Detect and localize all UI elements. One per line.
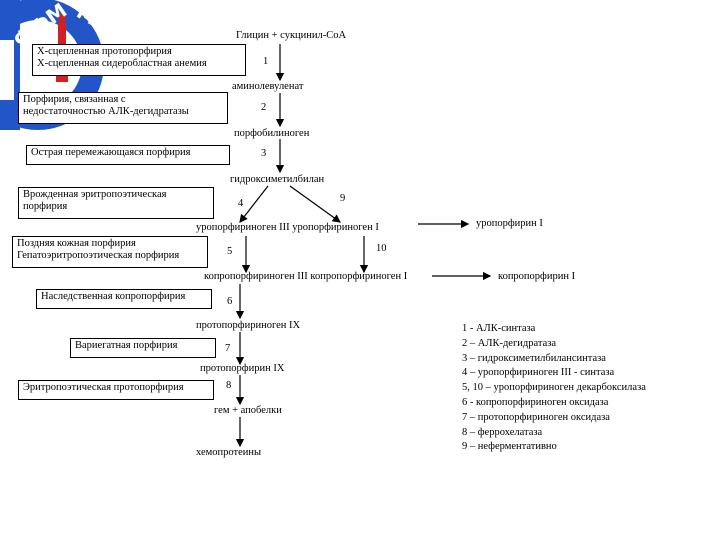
heme-label: гем + апобелки [214, 405, 282, 416]
copro-label: копропорфириноген III копропорфириноген … [204, 271, 408, 282]
step-10: 10 [376, 243, 387, 254]
hemoproteins-label: хемопротеины [196, 447, 262, 458]
disease-pct-line-1: Поздняя кожная порфирия [17, 238, 136, 249]
step-2: 2 [261, 102, 267, 113]
disease-pct-box: Поздняя кожная порфирия Гепатоэритропоэт… [12, 236, 208, 268]
disease-cep-box: Врожденная эритропоэтическая порфирия [18, 187, 214, 219]
disease-ala-dehydratase-box: Порфирия, связанная с недостаточностью А… [18, 92, 228, 124]
disease-hcp-label: Наследственная копропорфирия [41, 291, 186, 302]
step-5: 5 [227, 246, 233, 257]
legend-item: 2 – АЛК-дегидратаза [462, 337, 557, 349]
legend-item: 3 – гидроксиметилбилансинтаза [462, 352, 606, 364]
copro-side-label: копропорфирин I [498, 271, 576, 282]
disease-variegate-box: Вариегатная порфирия [70, 338, 216, 358]
step-1: 1 [263, 56, 269, 67]
legend-item: 7 – протопорфириноген оксидаза [462, 411, 610, 423]
step-3: 3 [261, 148, 267, 159]
disease-epp-box: Эритропоэтическая протопорфирия [18, 380, 214, 400]
legend-item: 5, 10 – уропорфириноген декарбоксилаза [462, 382, 646, 394]
step-7: 7 [225, 343, 231, 354]
disease-ala-dehydratase-line-1: Порфирия, связанная с [23, 94, 126, 105]
disease-hcp-box: Наследственная копропорфирия [36, 289, 212, 309]
uro-label: уропорфириноген III уропорфириноген I [196, 222, 379, 233]
step-9: 9 [340, 193, 346, 204]
disease-cep-line-1: Врожденная эритропоэтическая [23, 189, 167, 200]
disease-epp-label: Эритропоэтическая протопорфирия [23, 382, 184, 393]
step-6: 6 [227, 296, 233, 307]
disease-acute-box: Острая перемежающаяся порфирия [26, 145, 230, 165]
disease-pct-line-2: Гепатоэритропоэтическая порфирия [17, 250, 180, 261]
step-8: 8 [226, 380, 232, 391]
proto-label: протопорфирин IX [200, 363, 285, 374]
enzyme-legend: 1 - АЛК-синтаза 2 – АЛК-дегидратаза 3 – … [462, 322, 646, 455]
ala-label: аминолевуленат [232, 81, 304, 92]
legend-item: 4 – уропорфириноген III - синтаза [462, 367, 615, 379]
disease-xlinked-line-2: Х-сцепленная сидеробластная анемия [37, 58, 207, 69]
legend-item: 1 - АЛК-синтаза [462, 323, 536, 334]
disease-xlinked-line-1: Х-сцепленная протопорфирия [37, 46, 172, 57]
legend-item: 9 – неферментативно [462, 441, 557, 453]
uro-side-label: уропорфирин I [476, 218, 543, 229]
disease-xlinked-box: Х-сцепленная протопорфирия Х-сцепленная … [32, 44, 246, 76]
hmb-label: гидроксиметилбилан [230, 174, 325, 185]
step-4: 4 [238, 198, 244, 209]
protogen-label: протопорфириноген IX [196, 320, 301, 331]
disease-variegate-label: Вариегатная порфирия [75, 340, 178, 351]
pbg-label: порфобилиноген [234, 128, 310, 139]
disease-ala-dehydratase-line-2: недостаточностью АЛК-дегидратазы [23, 106, 189, 117]
disease-acute-label: Острая перемежающаяся порфирия [31, 147, 191, 158]
legend-item: 8 – феррохелатаза [462, 426, 543, 438]
legend-item: 6 - копропорфириноген оксидаза [462, 396, 609, 408]
glycine-label: Глицин + сукцинил-СоА [236, 30, 347, 41]
disease-cep-line-2: порфирия [23, 201, 68, 212]
